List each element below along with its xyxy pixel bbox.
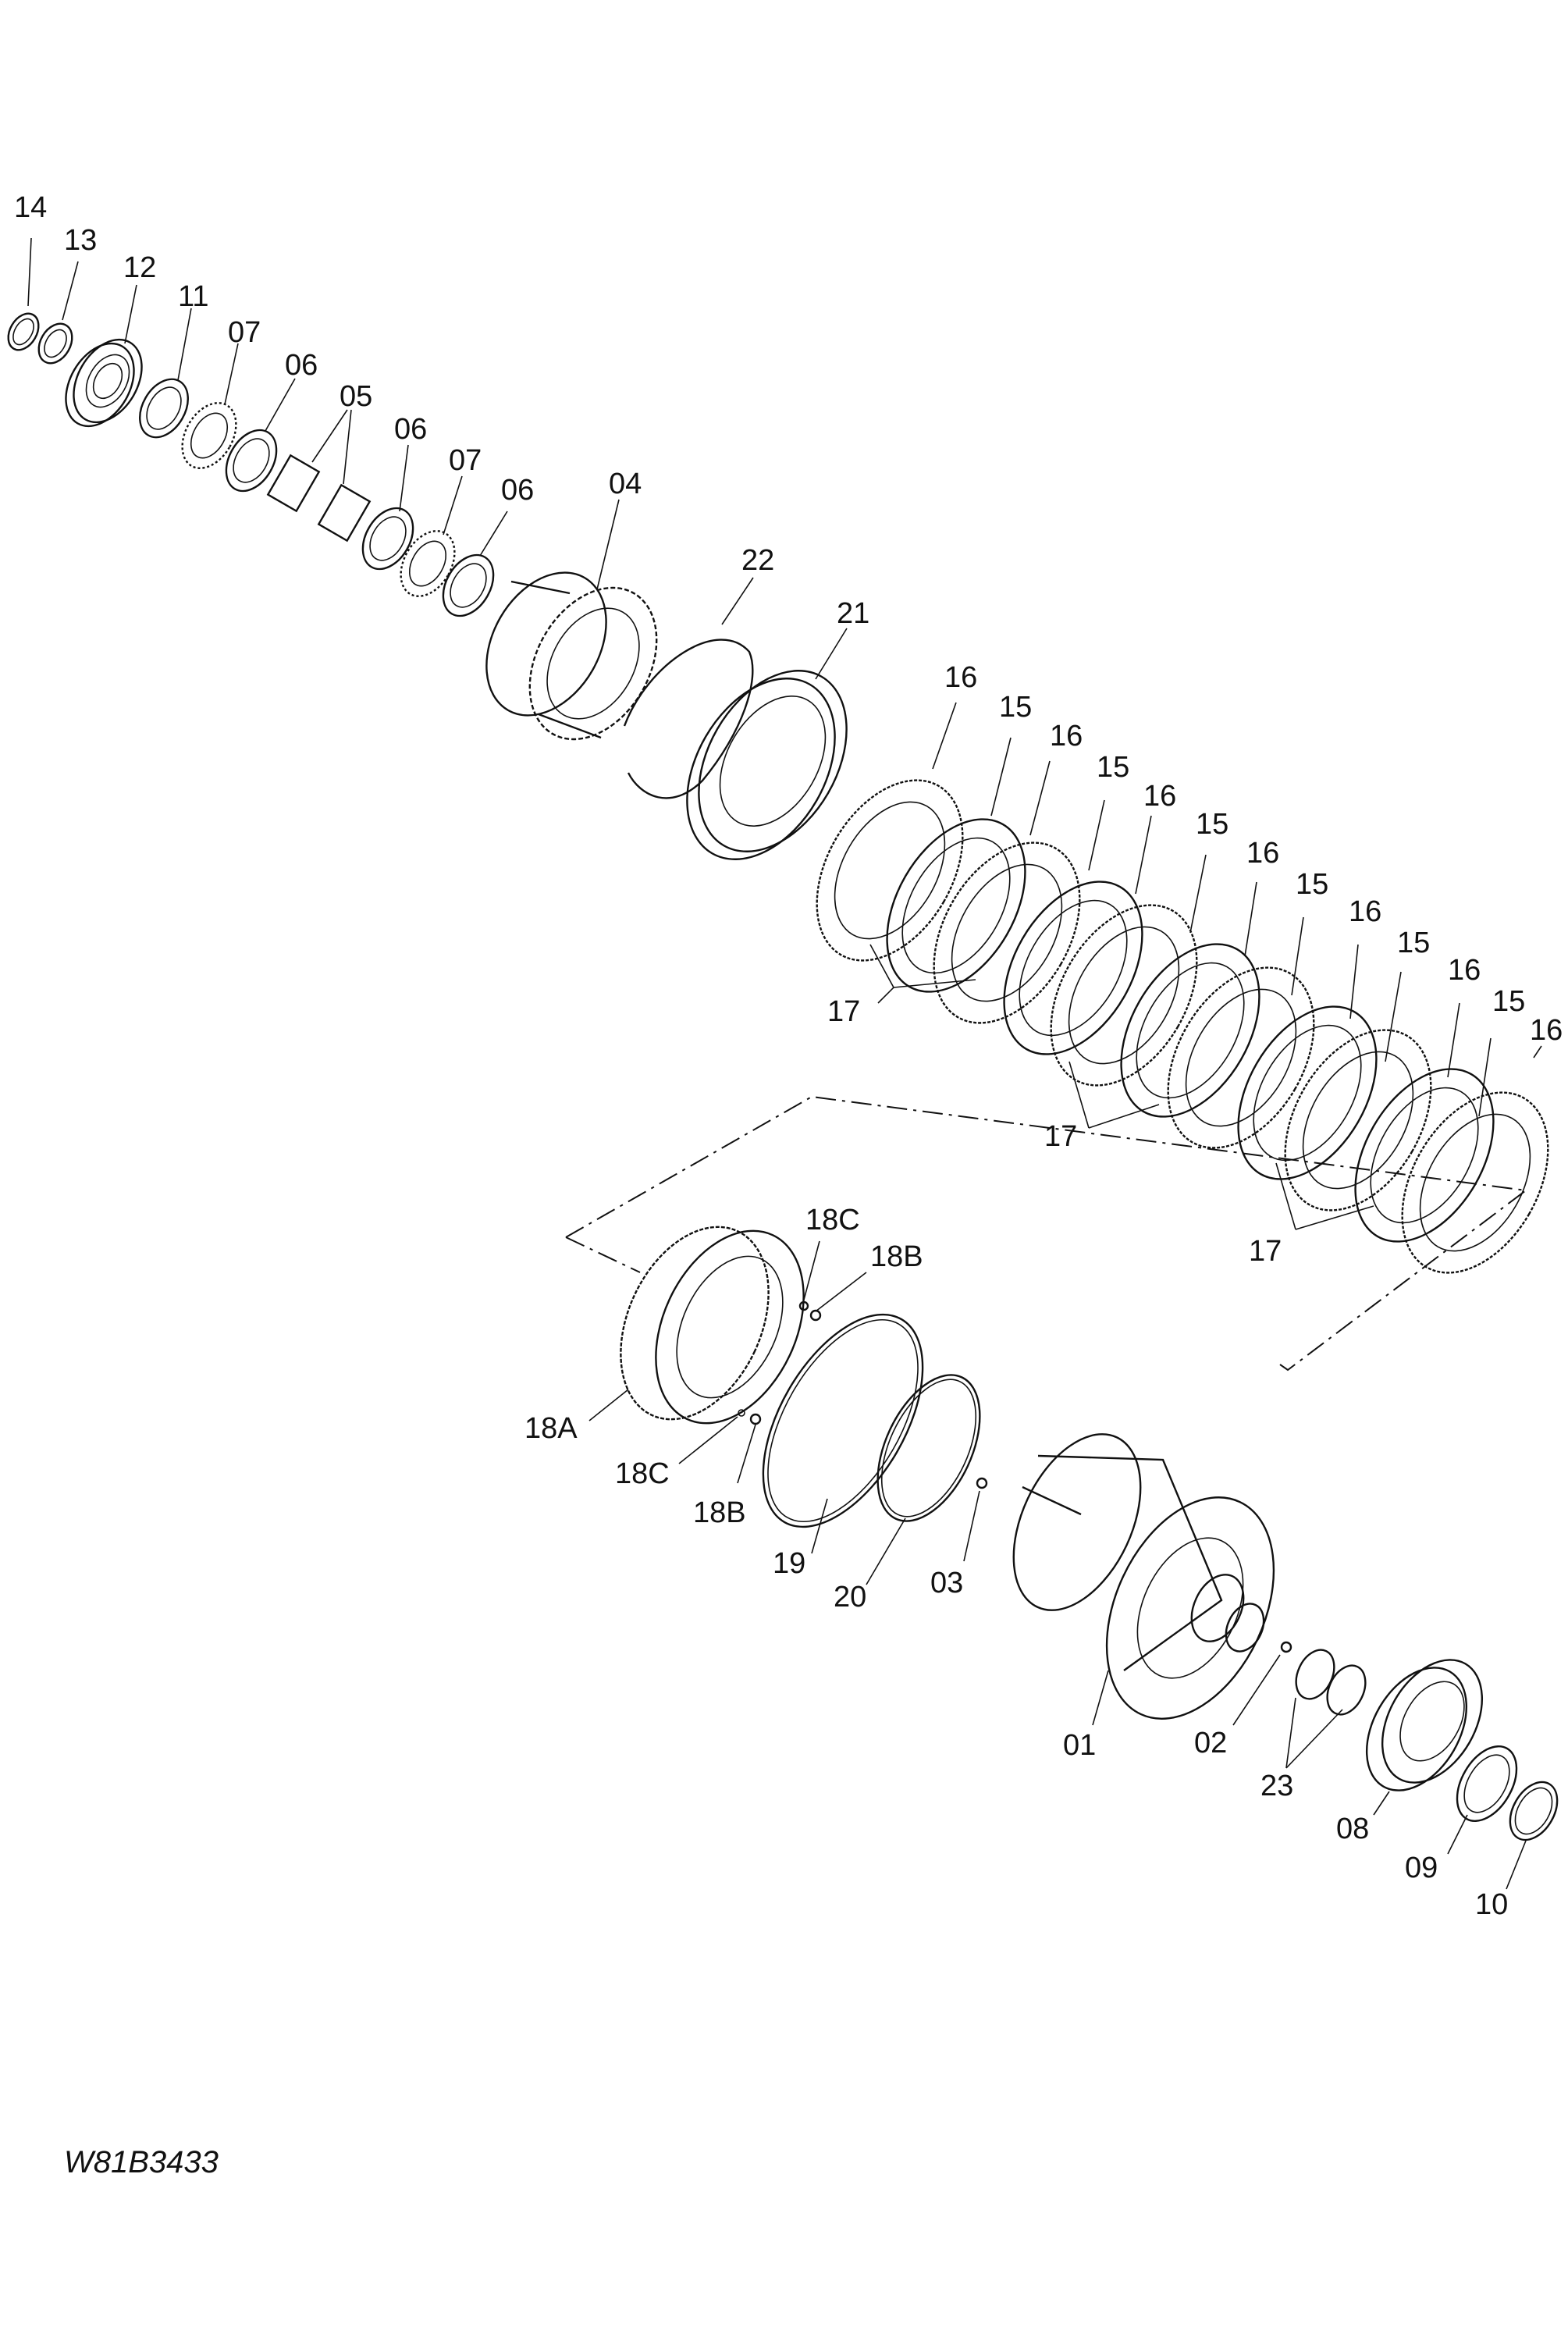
callout-17: 17 xyxy=(827,995,860,1028)
callout-01: 01 xyxy=(1063,1729,1096,1762)
part-18C-ball xyxy=(678,1240,820,1464)
part-07-thrust-bearing-upper xyxy=(181,343,239,469)
callout-17: 17 xyxy=(1249,1235,1282,1268)
callout-16: 16 xyxy=(1143,780,1176,813)
callout-04: 04 xyxy=(609,468,642,500)
callout-11: 11 xyxy=(178,280,208,313)
callout-13: 13 xyxy=(64,224,97,257)
callout-10: 10 xyxy=(1475,1888,1508,1921)
part-18A-piston xyxy=(588,1226,805,1425)
callout-02: 02 xyxy=(1194,1727,1227,1759)
callout-18C-lower: 18C xyxy=(615,1457,670,1490)
part-08-bearing xyxy=(1365,1659,1484,1816)
callout-16: 16 xyxy=(944,661,977,694)
part-04-hub xyxy=(485,499,658,741)
callout-15: 15 xyxy=(1296,868,1328,901)
part-14-snap-ring xyxy=(7,237,40,351)
callout-03: 03 xyxy=(930,1567,963,1599)
part-06-washer-a xyxy=(225,378,296,493)
callout-05: 05 xyxy=(340,380,372,413)
callout-15: 15 xyxy=(1397,927,1430,959)
drawing-reference-number: W81B3433 xyxy=(64,2145,219,2179)
callout-18B-lower: 18B xyxy=(693,1496,746,1529)
callout-16: 16 xyxy=(1050,720,1083,753)
callout-16: 16 xyxy=(1448,954,1481,987)
part-01-drum xyxy=(1012,1433,1275,1726)
part-18B-plug xyxy=(737,1272,867,1484)
part-13-ring xyxy=(37,261,79,365)
part-11-washer xyxy=(139,308,192,439)
callout-20: 20 xyxy=(834,1581,866,1614)
part-20-seal-ring xyxy=(866,1374,981,1585)
callout-06-upper: 06 xyxy=(285,349,318,382)
callout-06-lower: 06 xyxy=(501,474,534,507)
callout-18B-upper: 18B xyxy=(870,1240,923,1273)
part-06-washer-c xyxy=(442,511,508,617)
part-03-ball xyxy=(963,1477,988,1562)
part-10-snap-ring xyxy=(1506,1781,1559,1890)
callout-09: 09 xyxy=(1405,1852,1438,1884)
callout-18A: 18A xyxy=(524,1412,578,1445)
callout-23: 23 xyxy=(1260,1770,1293,1802)
callout-15: 15 xyxy=(1097,751,1129,784)
callout-07-upper: 07 xyxy=(228,316,261,349)
part-05-needle-bearings xyxy=(266,409,372,543)
assembly-boundary xyxy=(565,1095,1528,1372)
callout-labels: 14 13 12 11 07 06 05 06 07 06 04 22 21 1… xyxy=(14,191,1563,1921)
callout-19: 19 xyxy=(773,1547,805,1580)
callout-16: 16 xyxy=(1349,895,1381,928)
part-09-washer xyxy=(1447,1745,1518,1855)
part-21-plate xyxy=(686,628,848,860)
callout-21: 21 xyxy=(837,597,869,630)
callout-07-lower: 07 xyxy=(449,444,482,477)
callout-14: 14 xyxy=(14,191,47,224)
callout-06-middle: 06 xyxy=(394,413,427,446)
part-12-bearing xyxy=(65,284,143,428)
clutch-disc-pack xyxy=(816,702,1549,1274)
callout-12: 12 xyxy=(123,251,156,284)
callout-15: 15 xyxy=(1196,808,1228,841)
callout-08: 08 xyxy=(1336,1813,1369,1845)
callout-16: 16 xyxy=(1246,837,1279,870)
callout-15: 15 xyxy=(1492,985,1525,1018)
part-19-seal-ring xyxy=(762,1313,924,1554)
part-02-ball xyxy=(1232,1641,1292,1726)
callout-17: 17 xyxy=(1044,1120,1077,1153)
callout-16: 16 xyxy=(1530,1014,1563,1047)
part-23-seal-rings xyxy=(1285,1649,1367,1769)
callout-22: 22 xyxy=(741,544,774,577)
callout-15: 15 xyxy=(999,691,1032,724)
callout-18C-upper: 18C xyxy=(805,1204,860,1236)
part-06-washer-b xyxy=(361,444,414,571)
